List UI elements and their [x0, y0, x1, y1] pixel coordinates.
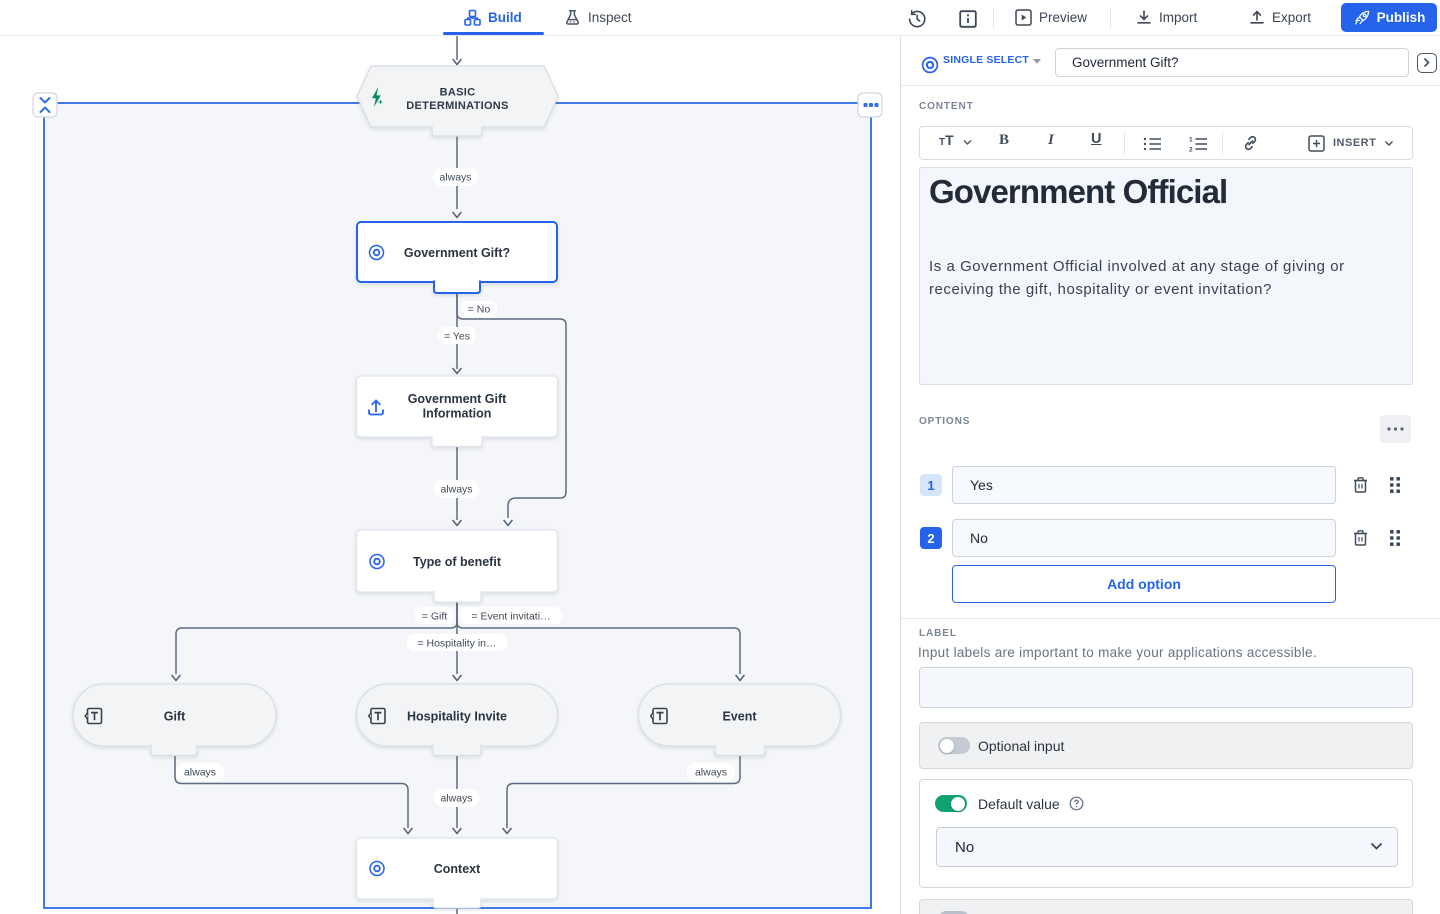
svg-text:Event: Event: [722, 710, 757, 724]
svg-text:Context: Context: [434, 862, 481, 876]
svg-text:= Yes: = Yes: [444, 331, 470, 343]
svg-text:= Hospitality in…: = Hospitality in…: [417, 638, 496, 650]
svg-text:= Event invitati…: = Event invitati…: [471, 611, 550, 623]
svg-text:Government Gift?: Government Gift?: [404, 246, 510, 260]
svg-text:Type of benefit: Type of benefit: [413, 555, 502, 569]
svg-text:1: 1: [1189, 137, 1193, 144]
svg-text:= No: = No: [468, 304, 491, 316]
svg-text:always: always: [439, 172, 471, 184]
svg-text:always: always: [440, 484, 472, 496]
svg-text:always: always: [184, 767, 216, 779]
svg-text:BASIC: BASIC: [440, 87, 476, 99]
svg-text:2: 2: [1189, 147, 1193, 153]
svg-text:Information: Information: [423, 407, 492, 421]
svg-text:DETERMINATIONS: DETERMINATIONS: [406, 100, 508, 112]
svg-text:Hospitality Invite: Hospitality Invite: [407, 710, 507, 724]
svg-text:Gift: Gift: [164, 710, 186, 724]
svg-text:= Gift: = Gift: [422, 611, 447, 623]
svg-text:Government Gift: Government Gift: [408, 392, 507, 406]
svg-text:always: always: [695, 767, 727, 779]
svg-text:always: always: [440, 793, 472, 805]
